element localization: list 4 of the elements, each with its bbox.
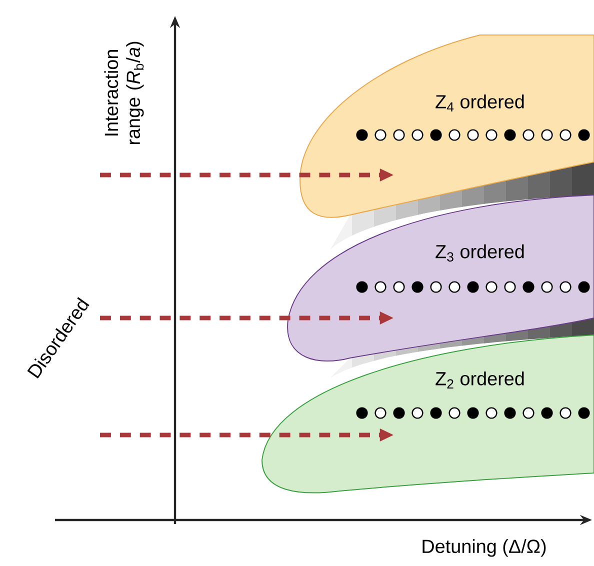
- phase-region: Z$_{4}$ ordered: [300, 34, 594, 218]
- axis-label: Detuning (Δ/Ω): [422, 539, 546, 557]
- phase-region: Z$_{2}$ ordered: [262, 334, 594, 494]
- phase-region: Z$_{3}$ ordered: [287, 194, 594, 362]
